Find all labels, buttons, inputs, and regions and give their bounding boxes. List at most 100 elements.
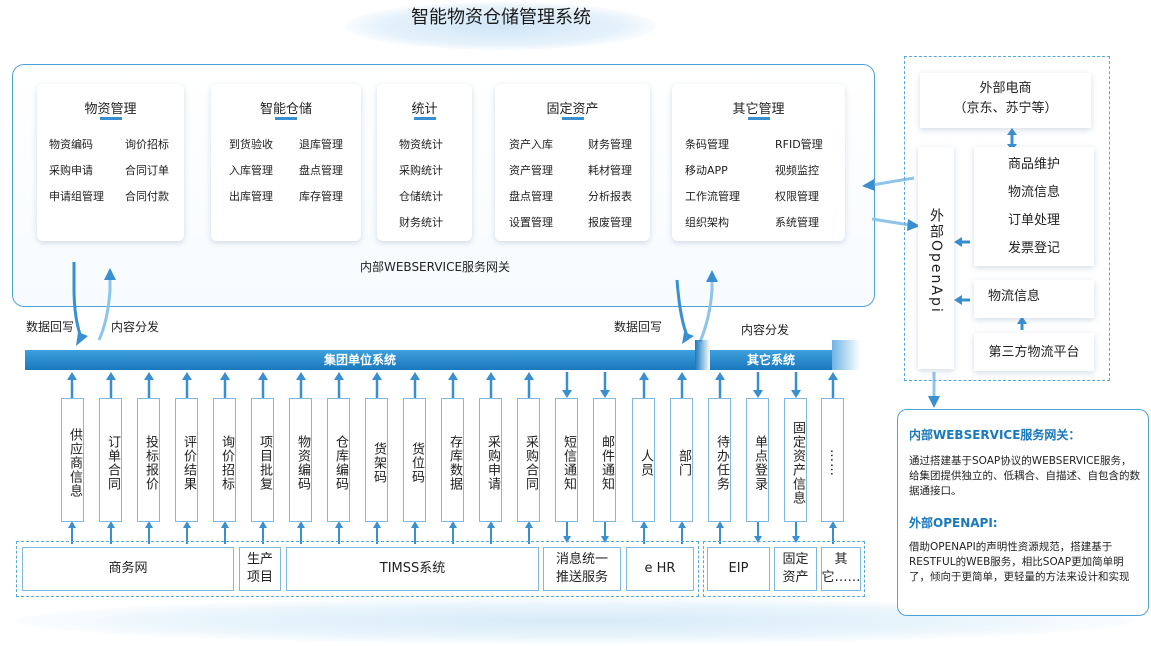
column-arrow-up bbox=[144, 372, 154, 398]
distribute-label-left: 内容分发 bbox=[111, 320, 160, 334]
column-todo-tasks: 待办任务 bbox=[708, 398, 731, 522]
third-party-logistics: 第三方物流平台 bbox=[974, 333, 1094, 371]
title-underline bbox=[747, 117, 770, 120]
module-title: 物资管理 bbox=[84, 102, 137, 117]
api-in-arrow bbox=[871, 217, 920, 231]
column-arrow-up bbox=[828, 372, 838, 398]
bar-fade-right bbox=[832, 340, 860, 370]
title-underline bbox=[413, 117, 436, 120]
module-item: 分析报表 bbox=[588, 190, 632, 203]
module-item: 采购统计 bbox=[399, 164, 443, 177]
module-item: 退库管理 bbox=[299, 138, 343, 151]
column-sso: 单点登录 bbox=[746, 398, 769, 522]
column-arrow-up bbox=[296, 372, 306, 398]
module-card-other-management: 其它管理 条码管理 RFID管理 移动APP 视频监控 工作流管理 权限管理 组… bbox=[672, 84, 845, 241]
module-item: 入库管理 bbox=[229, 164, 273, 177]
module-item: 资产入库 bbox=[509, 138, 553, 151]
column-warehouse-code: 仓库编码 bbox=[327, 398, 350, 522]
system-production-project: 生产项目 bbox=[239, 547, 281, 591]
bar-fade bbox=[695, 340, 710, 370]
title-underline bbox=[561, 117, 584, 120]
service-order: 订单处理 bbox=[1008, 213, 1061, 228]
module-card-fixed-assets: 固定资产 资产入库 财务管理 资产管理 耗材管理 盘点管理 分析报表 设置管理 … bbox=[495, 84, 650, 241]
column-arrow-up bbox=[410, 372, 420, 398]
module-item: 财务统计 bbox=[399, 216, 443, 229]
column-department: 部门 bbox=[670, 398, 693, 522]
column-arrow-up bbox=[486, 372, 496, 398]
column-arrow-up bbox=[448, 372, 458, 398]
module-item: 移动APP bbox=[685, 164, 728, 177]
ws-info-text: 通过搭建基于SOAP协议的WEBSERVICE服务，给集团提供独立的、低耦合、自… bbox=[909, 455, 1140, 497]
system-business-net: 商务网 bbox=[22, 547, 234, 591]
module-item: 合同订单 bbox=[125, 164, 169, 177]
service-invoice: 发票登记 bbox=[1008, 241, 1061, 256]
group-systems-bar: 集团单位系统 bbox=[25, 350, 695, 370]
module-item: 物资编码 bbox=[49, 138, 93, 151]
services-to-api-arrow bbox=[954, 237, 970, 247]
module-item: 询价招标 bbox=[125, 138, 169, 151]
column-arrow-up bbox=[372, 372, 382, 398]
module-item: 盘点管理 bbox=[509, 190, 553, 203]
column-supplier-info: 供应商信息 bbox=[61, 398, 84, 522]
writeback-arrow-right bbox=[675, 279, 694, 344]
title-glow bbox=[345, 2, 657, 50]
system-fixed-assets: 固定资产 bbox=[774, 547, 817, 591]
external-ecommerce: 外部电商 （京东、苏宁等） bbox=[920, 73, 1091, 128]
column-stock-data: 存库数据 bbox=[441, 398, 464, 522]
title-underline bbox=[275, 117, 297, 120]
column-arrow-up bbox=[182, 372, 192, 398]
column-arrow-up bbox=[677, 372, 687, 398]
column-inquiry-tender: 询价招标 bbox=[213, 398, 236, 522]
api-info-text: 借助OPENAPI的声明性资源规范，搭建基于RESTFUL的WEB服务，相比SO… bbox=[909, 541, 1130, 583]
distribute-arrow-right bbox=[698, 270, 718, 343]
writeback-arrow-left bbox=[72, 262, 88, 346]
column-arrow-up bbox=[715, 372, 725, 398]
column-evaluation: 评价结果 bbox=[175, 398, 198, 522]
module-item: 仓储统计 bbox=[399, 190, 443, 203]
system-ehr: e HR bbox=[626, 547, 694, 591]
column-arrow-down bbox=[562, 372, 572, 398]
column-more: …… bbox=[821, 398, 844, 522]
service-logistics: 物流信息 bbox=[1008, 185, 1061, 200]
module-item: 系统管理 bbox=[775, 216, 819, 229]
api-to-info-arrow bbox=[928, 372, 940, 408]
column-sms-notice: 短信通知 bbox=[555, 398, 578, 522]
column-arrow-up bbox=[106, 372, 116, 398]
column-arrow-up bbox=[639, 372, 649, 398]
module-title: 固定资产 bbox=[546, 102, 599, 117]
system-message-push: 消息统一推送服务 bbox=[543, 547, 621, 591]
system-eip: EIP bbox=[707, 547, 770, 591]
module-card-warehouse: 智能仓储 到货验收 退库管理 入库管理 盘点管理 出库管理 库存管理 bbox=[211, 84, 361, 241]
module-item: 视频监控 bbox=[775, 164, 819, 177]
module-item: 合同付款 bbox=[125, 190, 169, 203]
page-title: 智能物资仓储管理系统 bbox=[411, 7, 591, 28]
logistics-to-api-arrow bbox=[954, 295, 970, 305]
column-email-notice: 邮件通知 bbox=[593, 398, 616, 522]
column-arrow-up bbox=[258, 372, 268, 398]
module-title: 统计 bbox=[411, 102, 438, 117]
ecommerce-title: 外部电商 bbox=[979, 81, 1032, 96]
thirdparty-to-logistics-arrow bbox=[1017, 316, 1027, 330]
column-order-contract: 订单合同 bbox=[99, 398, 122, 522]
module-item: 耗材管理 bbox=[588, 164, 632, 177]
module-title: 其它管理 bbox=[732, 102, 785, 117]
module-card-statistics: 统计 物资统计 采购统计 仓储统计 财务统计 bbox=[377, 84, 472, 241]
module-item: 工作流管理 bbox=[685, 190, 740, 203]
column-arrow-up bbox=[220, 372, 230, 398]
column-arrow-up bbox=[67, 372, 77, 398]
api-info-title: 外部OPENAPI: bbox=[909, 516, 998, 530]
service-product: 商品维护 bbox=[1008, 157, 1061, 172]
column-arrow-up bbox=[524, 372, 534, 398]
module-item: 组织架构 bbox=[685, 216, 729, 229]
column-shelf-code: 货架码 bbox=[365, 398, 388, 522]
module-item: 资产管理 bbox=[509, 164, 553, 177]
writeback-label-right: 数据回写 bbox=[614, 320, 663, 334]
ws-info-title: 内部WEBSERVICE服务网关： bbox=[909, 428, 1081, 442]
distribute-arrow-left bbox=[97, 268, 116, 341]
module-item: RFID管理 bbox=[775, 138, 823, 151]
info-panel: 内部WEBSERVICE服务网关： 通过搭建基于SOAP协议的WEBSERVIC… bbox=[897, 409, 1149, 616]
system-arrow-down bbox=[601, 522, 609, 543]
column-arrow-down bbox=[600, 372, 610, 398]
module-title: 智能仓储 bbox=[259, 102, 312, 117]
